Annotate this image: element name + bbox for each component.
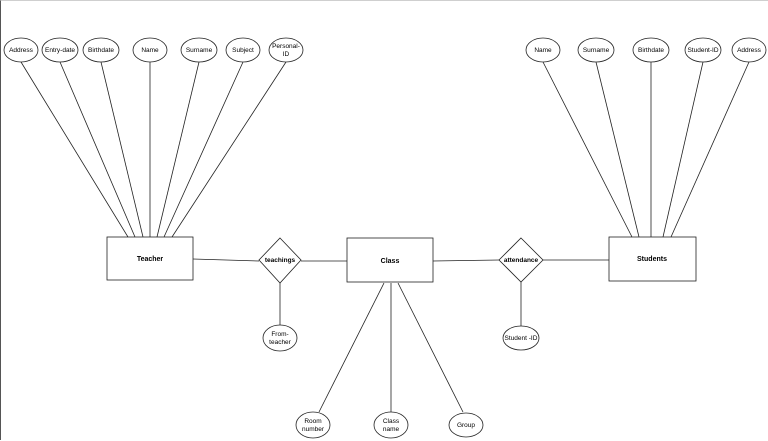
attr-teacher-surname-label: Surname: [186, 47, 213, 54]
entity-class: Class: [346, 237, 434, 283]
attr-students-address: Address: [731, 37, 767, 63]
entity-students-label: Students: [637, 256, 667, 263]
attr-class-class-name: Class name: [373, 411, 409, 439]
attr-students-birthdate: Birthdate: [632, 37, 670, 63]
attr-teacher-entry-date-label: Entry-date: [45, 47, 75, 54]
attr-teacher-personal-id: Personal- ID: [268, 37, 304, 63]
relationship-attendance-label: attendance: [504, 257, 539, 264]
attr-class-room-number: Room number: [295, 411, 331, 439]
relationship-attendance: attendance: [498, 237, 544, 283]
attr-teacher-entry-date: Entry-date: [41, 37, 79, 63]
attr-room-number-label-2: number: [302, 426, 325, 433]
attr-students-name: Name: [525, 37, 561, 63]
entity-students: Students: [608, 236, 697, 282]
attr-students-birthdate-label: Birthdate: [638, 47, 664, 54]
attr-teacher-subject: Subject: [225, 37, 261, 63]
attr-from-teacher-label-1: From-: [271, 331, 288, 338]
attr-students-surname-label: Surname: [583, 47, 610, 54]
attr-teacher-personal-id-label-2: ID: [283, 51, 290, 58]
attr-students-student-id-label: Student-ID: [687, 47, 718, 54]
attr-class-name-label-2: name: [383, 426, 400, 433]
attr-teacher-surname: Surname: [180, 37, 218, 63]
attr-class-group-label: Group: [457, 422, 475, 429]
relationship-teachings: teachings: [258, 237, 302, 284]
relationship-teachings-label: teachings: [265, 257, 296, 264]
attr-students-surname: Surname: [577, 37, 615, 63]
entity-class-label: Class: [381, 258, 400, 265]
attr-class-group: Group: [448, 412, 484, 438]
attr-teachings-from-teacher: From- teacher: [262, 324, 298, 352]
attr-teacher-birthdate-label: Birthdate: [88, 47, 114, 54]
attr-students-address-label: Address: [737, 47, 762, 54]
attr-students-student-id: Student-ID: [684, 37, 722, 63]
attr-attendance-student-id: Student -ID: [502, 325, 540, 351]
attr-teacher-name: Name: [132, 37, 168, 63]
attr-teacher-address: Address: [3, 37, 39, 63]
connector-lines: [20, 61, 750, 413]
attr-teacher-name-label: Name: [141, 47, 159, 54]
attr-teacher-birthdate: Birthdate: [82, 37, 120, 63]
attr-class-name-label-1: Class: [383, 418, 400, 425]
attr-students-name-label: Name: [534, 47, 552, 54]
entity-teacher: Teacher: [106, 236, 194, 281]
attr-teacher-address-label: Address: [9, 47, 34, 54]
attr-teacher-personal-id-label-1: Personal-: [272, 43, 300, 50]
attr-room-number-label-1: Room: [304, 418, 321, 425]
attr-from-teacher-label-2: teacher: [269, 339, 292, 346]
attr-attendance-student-id-label: Student -ID: [505, 335, 538, 342]
entity-teacher-label: Teacher: [137, 256, 164, 263]
attr-teacher-subject-label: Subject: [232, 47, 254, 54]
